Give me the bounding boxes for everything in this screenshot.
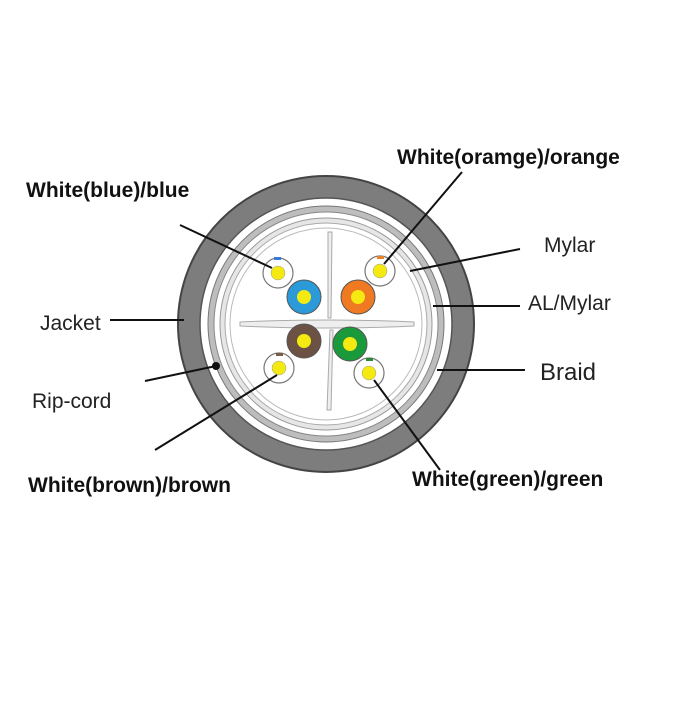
cross-separator-vertical bbox=[326, 231, 334, 411]
label-white-blue: White(blue)/blue bbox=[26, 179, 190, 202]
cross-separator-horizontal bbox=[239, 319, 415, 329]
conductor-green bbox=[332, 326, 368, 362]
label-jacket: Jacket bbox=[40, 312, 101, 335]
leader-lines bbox=[110, 171, 525, 471]
conductor-white-orange bbox=[364, 255, 396, 287]
leader-rip-cord bbox=[144, 365, 217, 382]
label-rip-cord: Rip-cord bbox=[32, 390, 112, 413]
leader-white-brown bbox=[154, 374, 278, 451]
conductor-white-blue bbox=[262, 257, 294, 289]
leader-white-blue bbox=[179, 224, 273, 269]
conductor-white-green bbox=[353, 357, 385, 389]
label-white-orange: White(oramge)/orange bbox=[397, 146, 620, 169]
label-mylar: Mylar bbox=[544, 234, 596, 257]
label-white-brown: White(brown)/brown bbox=[28, 474, 231, 497]
label-white-green: White(green)/green bbox=[412, 468, 604, 491]
label-braid: Braid bbox=[540, 359, 597, 386]
leader-white-orange bbox=[383, 171, 463, 265]
conductor-white-brown bbox=[263, 352, 295, 384]
conductor-orange bbox=[340, 279, 376, 315]
leader-mylar bbox=[409, 248, 521, 272]
conductor-brown bbox=[286, 323, 322, 359]
leader-white-green bbox=[373, 379, 441, 471]
conductor-blue bbox=[286, 279, 322, 315]
label-al-mylar: AL/Mylar bbox=[528, 292, 611, 315]
